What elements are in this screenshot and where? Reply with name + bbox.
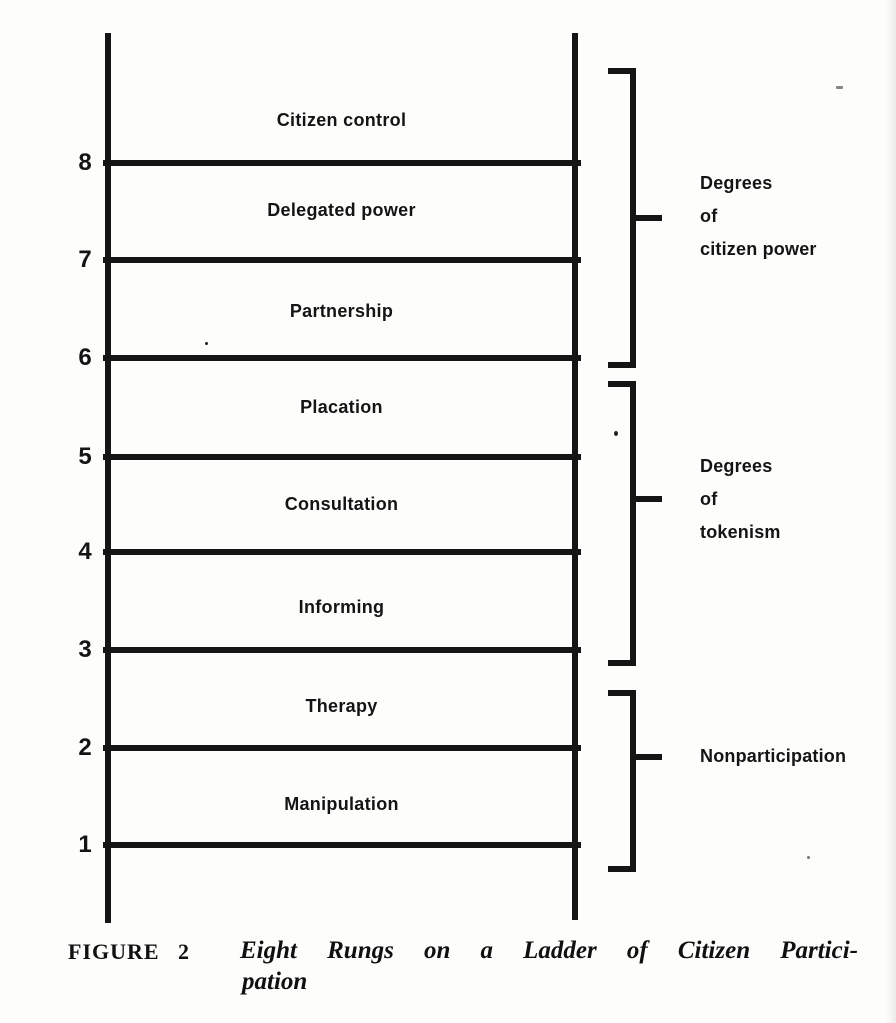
rung-line-1 — [103, 842, 581, 848]
band-label-manipulation: Manipulation — [284, 794, 399, 814]
figure-caption-title-line1: Eight Rungs on a Ladder of Citizen Parti… — [240, 937, 858, 964]
band-label-placation: Placation — [300, 397, 383, 417]
rung-line-8 — [103, 160, 581, 166]
scan-edge-shadow — [886, 0, 896, 1023]
rung-line-3 — [103, 647, 581, 653]
rung-line-2 — [103, 745, 581, 751]
band-label-citizen-control: Citizen control — [276, 110, 407, 130]
bracket-citizen-power-bottom-arm — [608, 362, 636, 368]
group-label-tokenism-line3: tokenism — [700, 522, 781, 542]
rung-number-7: 7 — [78, 246, 92, 273]
rung-number-1: 1 — [78, 831, 92, 858]
figure-caption-title-line2: pation — [242, 968, 308, 995]
group-label-nonparticipation-line1: Nonparticipation — [700, 746, 847, 766]
band-label-informing: Informing — [298, 597, 385, 617]
rung-number-3: 3 — [78, 636, 92, 663]
group-label-citizen-power-line3: citizen power — [700, 239, 817, 259]
figure-caption-label: FIGURE 2 — [68, 939, 191, 964]
group-label-citizen-power-line1: Degrees — [700, 173, 773, 193]
rung-number-6: 6 — [78, 344, 92, 371]
rung-number-4: 4 — [78, 538, 92, 565]
band-label-partnership: Partnership — [289, 301, 394, 321]
bracket-tokenism-tick — [636, 496, 662, 502]
scan-speckle — [614, 431, 618, 436]
ladder-right-rail — [572, 33, 578, 920]
rung-number-2: 2 — [78, 734, 92, 761]
group-label-tokenism: Degrees of tokenism — [700, 450, 880, 549]
bracket-citizen-power-tick — [636, 215, 662, 221]
bracket-tokenism-top-arm — [608, 381, 636, 387]
group-label-tokenism-line1: Degrees — [700, 456, 773, 476]
rung-line-6 — [103, 355, 581, 361]
rung-line-4 — [103, 549, 581, 555]
band-label-delegated-power: Delegated power — [267, 200, 416, 220]
scan-speckle — [836, 86, 843, 89]
bracket-nonparticipation-bottom-arm — [608, 866, 636, 872]
scan-speckle — [205, 342, 208, 345]
bracket-tokenism-spine — [630, 381, 636, 666]
bracket-nonparticipation-spine — [630, 690, 636, 872]
group-label-citizen-power: Degrees of citizen power — [700, 167, 880, 266]
band-label-consultation: Consultation — [284, 494, 399, 514]
group-label-tokenism-line2: of — [700, 489, 718, 509]
group-label-nonparticipation: Nonparticipation — [700, 740, 880, 773]
bracket-tokenism-bottom-arm — [608, 660, 636, 666]
rung-number-8: 8 — [78, 149, 92, 176]
rung-line-7 — [103, 257, 581, 263]
scan-speckle — [807, 856, 810, 859]
group-label-citizen-power-line2: of — [700, 206, 718, 226]
ladder-left-rail — [105, 33, 111, 923]
rung-number-5: 5 — [78, 443, 92, 470]
bracket-nonparticipation-top-arm — [608, 690, 636, 696]
bracket-citizen-power-spine — [630, 68, 636, 368]
bracket-nonparticipation-tick — [636, 754, 662, 760]
rung-line-5 — [103, 454, 581, 460]
band-label-therapy: Therapy — [305, 696, 378, 716]
bracket-citizen-power-top-arm — [608, 68, 636, 74]
